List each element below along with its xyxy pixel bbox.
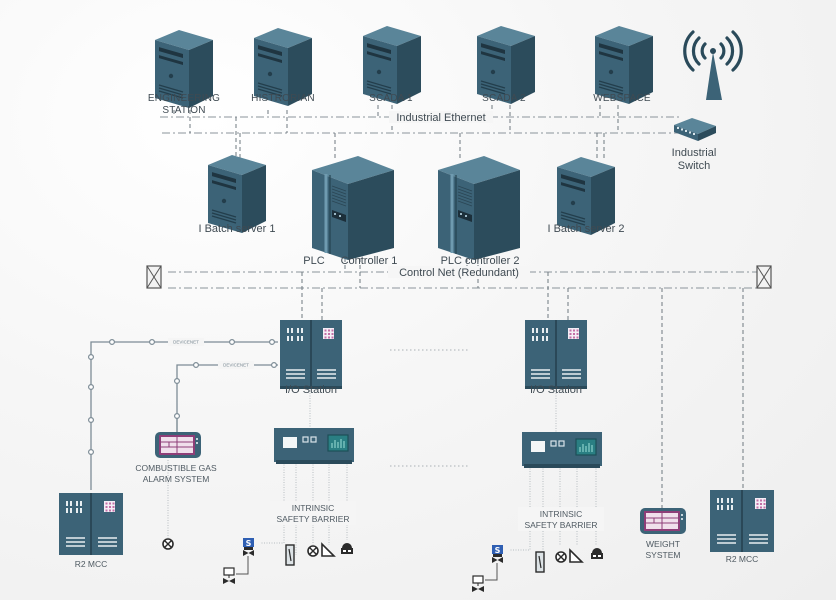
lamp-indicator-icon — [555, 551, 567, 563]
lamp-indicator-icon — [307, 545, 319, 557]
solenoid-valve-icon — [492, 545, 503, 563]
wireless-tower-icon — [683, 30, 743, 100]
level-transmitter-icon — [321, 543, 335, 557]
industrial-switch-label-1: Industrial — [672, 147, 717, 159]
safety-barrier-2-label-2: SAFETY BARRIER — [524, 520, 597, 530]
safety-barrier-1[interactable]: INTRINSIC SAFETY BARRIER — [270, 427, 356, 525]
devicenet-bus-1 — [87, 339, 278, 490]
safety-barrier-2[interactable]: INTRINSIC SAFETY BARRIER — [518, 431, 604, 531]
scada-2-label: SCADA 2 — [482, 93, 526, 104]
lamp-indicator-icon — [162, 538, 174, 550]
plc-controller-1-label-a: PLC — [303, 255, 324, 267]
devicenet-label-1: DEVICENET — [173, 340, 199, 345]
barrier-unit-icon — [521, 431, 603, 469]
historian-label: HISTRORIAN — [251, 93, 315, 104]
r2-mcc-left-label: R2 MCC — [75, 559, 108, 569]
io-station-2-label: I/O Station — [530, 384, 582, 396]
io-cabinet-icon — [279, 319, 343, 390]
barrier-1-field-lines — [260, 462, 348, 555]
terminator-icon — [146, 265, 162, 289]
batch-server-1[interactable]: I Batch server 1 — [198, 154, 276, 235]
solenoid-valve-icon — [243, 538, 254, 556]
scada-1-server[interactable]: SCADA 1 — [362, 25, 422, 105]
control-net-label-bg — [388, 266, 530, 278]
weight-system[interactable]: WEIGHT SYSTEM — [639, 507, 687, 560]
field-devices-1 — [222, 538, 353, 585]
historian-server[interactable]: HISTRORIAN — [251, 27, 315, 107]
r2-mcc-right[interactable]: R2 MCC — [709, 489, 775, 564]
network-switch-icon — [674, 118, 716, 141]
industrial-switch[interactable]: Industrial Switch — [672, 118, 717, 172]
control-net-label: Control Net (Redundant) — [399, 267, 519, 279]
plc-controller-2-label: PLC controller 2 — [441, 255, 520, 267]
batch-server-1-label: I Batch server 1 — [198, 223, 275, 235]
io-cabinet-icon — [524, 319, 588, 390]
devicenet-label-bg-2 — [218, 361, 254, 369]
valve-link — [236, 556, 249, 575]
webspace-label: WEBSPACE — [593, 93, 651, 104]
pressure-transmitter-icon — [591, 548, 603, 559]
scada-2-server[interactable]: SCADA 2 — [476, 25, 536, 105]
io-station-2[interactable]: I/O Station — [524, 319, 588, 396]
io-station-1-label: I/O Station — [285, 384, 337, 396]
engineering-station-label-2: STATION — [162, 105, 205, 116]
industrial-ethernet-label: Industrial Ethernet — [396, 112, 485, 124]
devicenet-label-2: DEVICENET — [223, 363, 249, 368]
r2-mcc-right-label: R2 MCC — [726, 554, 759, 564]
weight-system-label-1: WEIGHT — [646, 539, 680, 549]
plc-cabinet-icon — [436, 154, 522, 262]
mcc-cabinet-icon — [58, 492, 124, 556]
barrier-1-label-bg — [270, 501, 356, 525]
io-station-1[interactable]: I/O Station — [279, 319, 343, 396]
engineering-station-label-1: ENGINEERING — [148, 93, 220, 104]
flow-meter-icon — [285, 544, 295, 566]
valve-link — [485, 563, 498, 581]
plc-controller-2[interactable]: PLC controller 2 — [436, 154, 522, 267]
control-net-drops — [301, 258, 744, 508]
ethernet-label-bg — [389, 111, 493, 123]
industrial-switch-label-2: Switch — [678, 160, 710, 172]
batch-server-2[interactable]: I Batch server 2 — [547, 156, 625, 236]
plc-controller-1-label-b: Controller 1 — [341, 255, 398, 267]
gas-alarm-label-2: ALARM SYSTEM — [143, 474, 210, 484]
plc-controller-1[interactable]: PLC Controller 1 — [303, 154, 398, 267]
safety-barrier-2-label-1: INTRINSIC — [540, 509, 583, 519]
pressure-transmitter-icon — [341, 543, 353, 554]
devicenet-label-bg-1 — [168, 338, 204, 346]
barrier-2-label-bg — [518, 507, 604, 531]
terminator-icon — [756, 265, 772, 289]
devicenet-bus-2 — [174, 362, 278, 432]
wireless-tower — [683, 30, 743, 100]
control-valve-icon — [471, 575, 485, 593]
level-transmitter-icon — [569, 549, 583, 563]
gas-alarm-label-1: COMBUSTIBLE GAS — [135, 463, 217, 473]
weight-system-label-2: SYSTEM — [646, 550, 681, 560]
webspace-server[interactable]: WEBSPACE — [593, 25, 654, 105]
mcc-cabinet-icon — [709, 489, 775, 553]
engineering-station[interactable]: ENGINEERING STATION — [148, 29, 220, 116]
devicenet-node — [174, 413, 181, 420]
hmi-panel-icon — [639, 507, 687, 535]
control-valve-icon — [222, 567, 236, 585]
barrier-unit-icon — [273, 427, 355, 465]
hmi-panel-icon — [154, 431, 202, 459]
r2-mcc-left[interactable]: R2 MCC — [58, 492, 124, 569]
batch-server-2-label: I Batch server 2 — [547, 223, 624, 235]
combustible-gas-alarm-system[interactable]: COMBUSTIBLE GAS ALARM SYSTEM — [135, 413, 217, 484]
tower-server-icon — [207, 154, 267, 234]
flow-meter-icon — [535, 551, 545, 573]
scada-1-label: SCADA 1 — [369, 93, 413, 104]
plc-cabinet-icon — [310, 154, 396, 262]
safety-barrier-1-label-1: INTRINSIC — [292, 503, 335, 513]
safety-barrier-1-label-2: SAFETY BARRIER — [276, 514, 349, 524]
field-devices-2 — [471, 545, 603, 593]
